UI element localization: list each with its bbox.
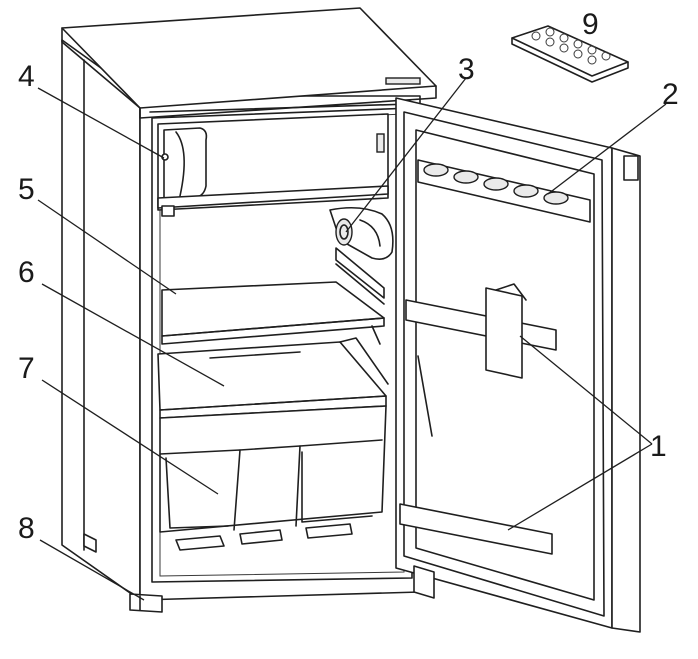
shelf-rails [335,247,385,305]
leader-lines [37,77,667,601]
door-shelves [399,283,557,555]
callout-4: 4 [18,60,35,93]
callout-3: 3 [458,53,475,86]
leader-3 [345,77,467,233]
leader-5 [37,199,177,295]
glass-shelf [161,281,385,345]
crisper-drawer [159,405,387,533]
callout-2: 2 [662,78,679,111]
leader-6 [41,283,225,387]
leader-1b [507,443,653,531]
leader-1a [519,335,653,445]
leader-7 [41,379,219,495]
callout-5: 5 [18,173,35,206]
egg-tray [417,159,591,223]
leader-2 [547,103,667,195]
callout-9: 9 [582,8,599,41]
callout-6: 6 [18,256,35,289]
callout-1: 1 [650,430,667,463]
leader-8 [39,539,145,601]
callout-8: 8 [18,512,35,545]
leader-4 [37,87,165,159]
ice-cube-tray [511,25,629,83]
callout-7: 7 [18,352,35,385]
cabinet-base [83,523,353,613]
thermostat-knob [329,206,394,260]
